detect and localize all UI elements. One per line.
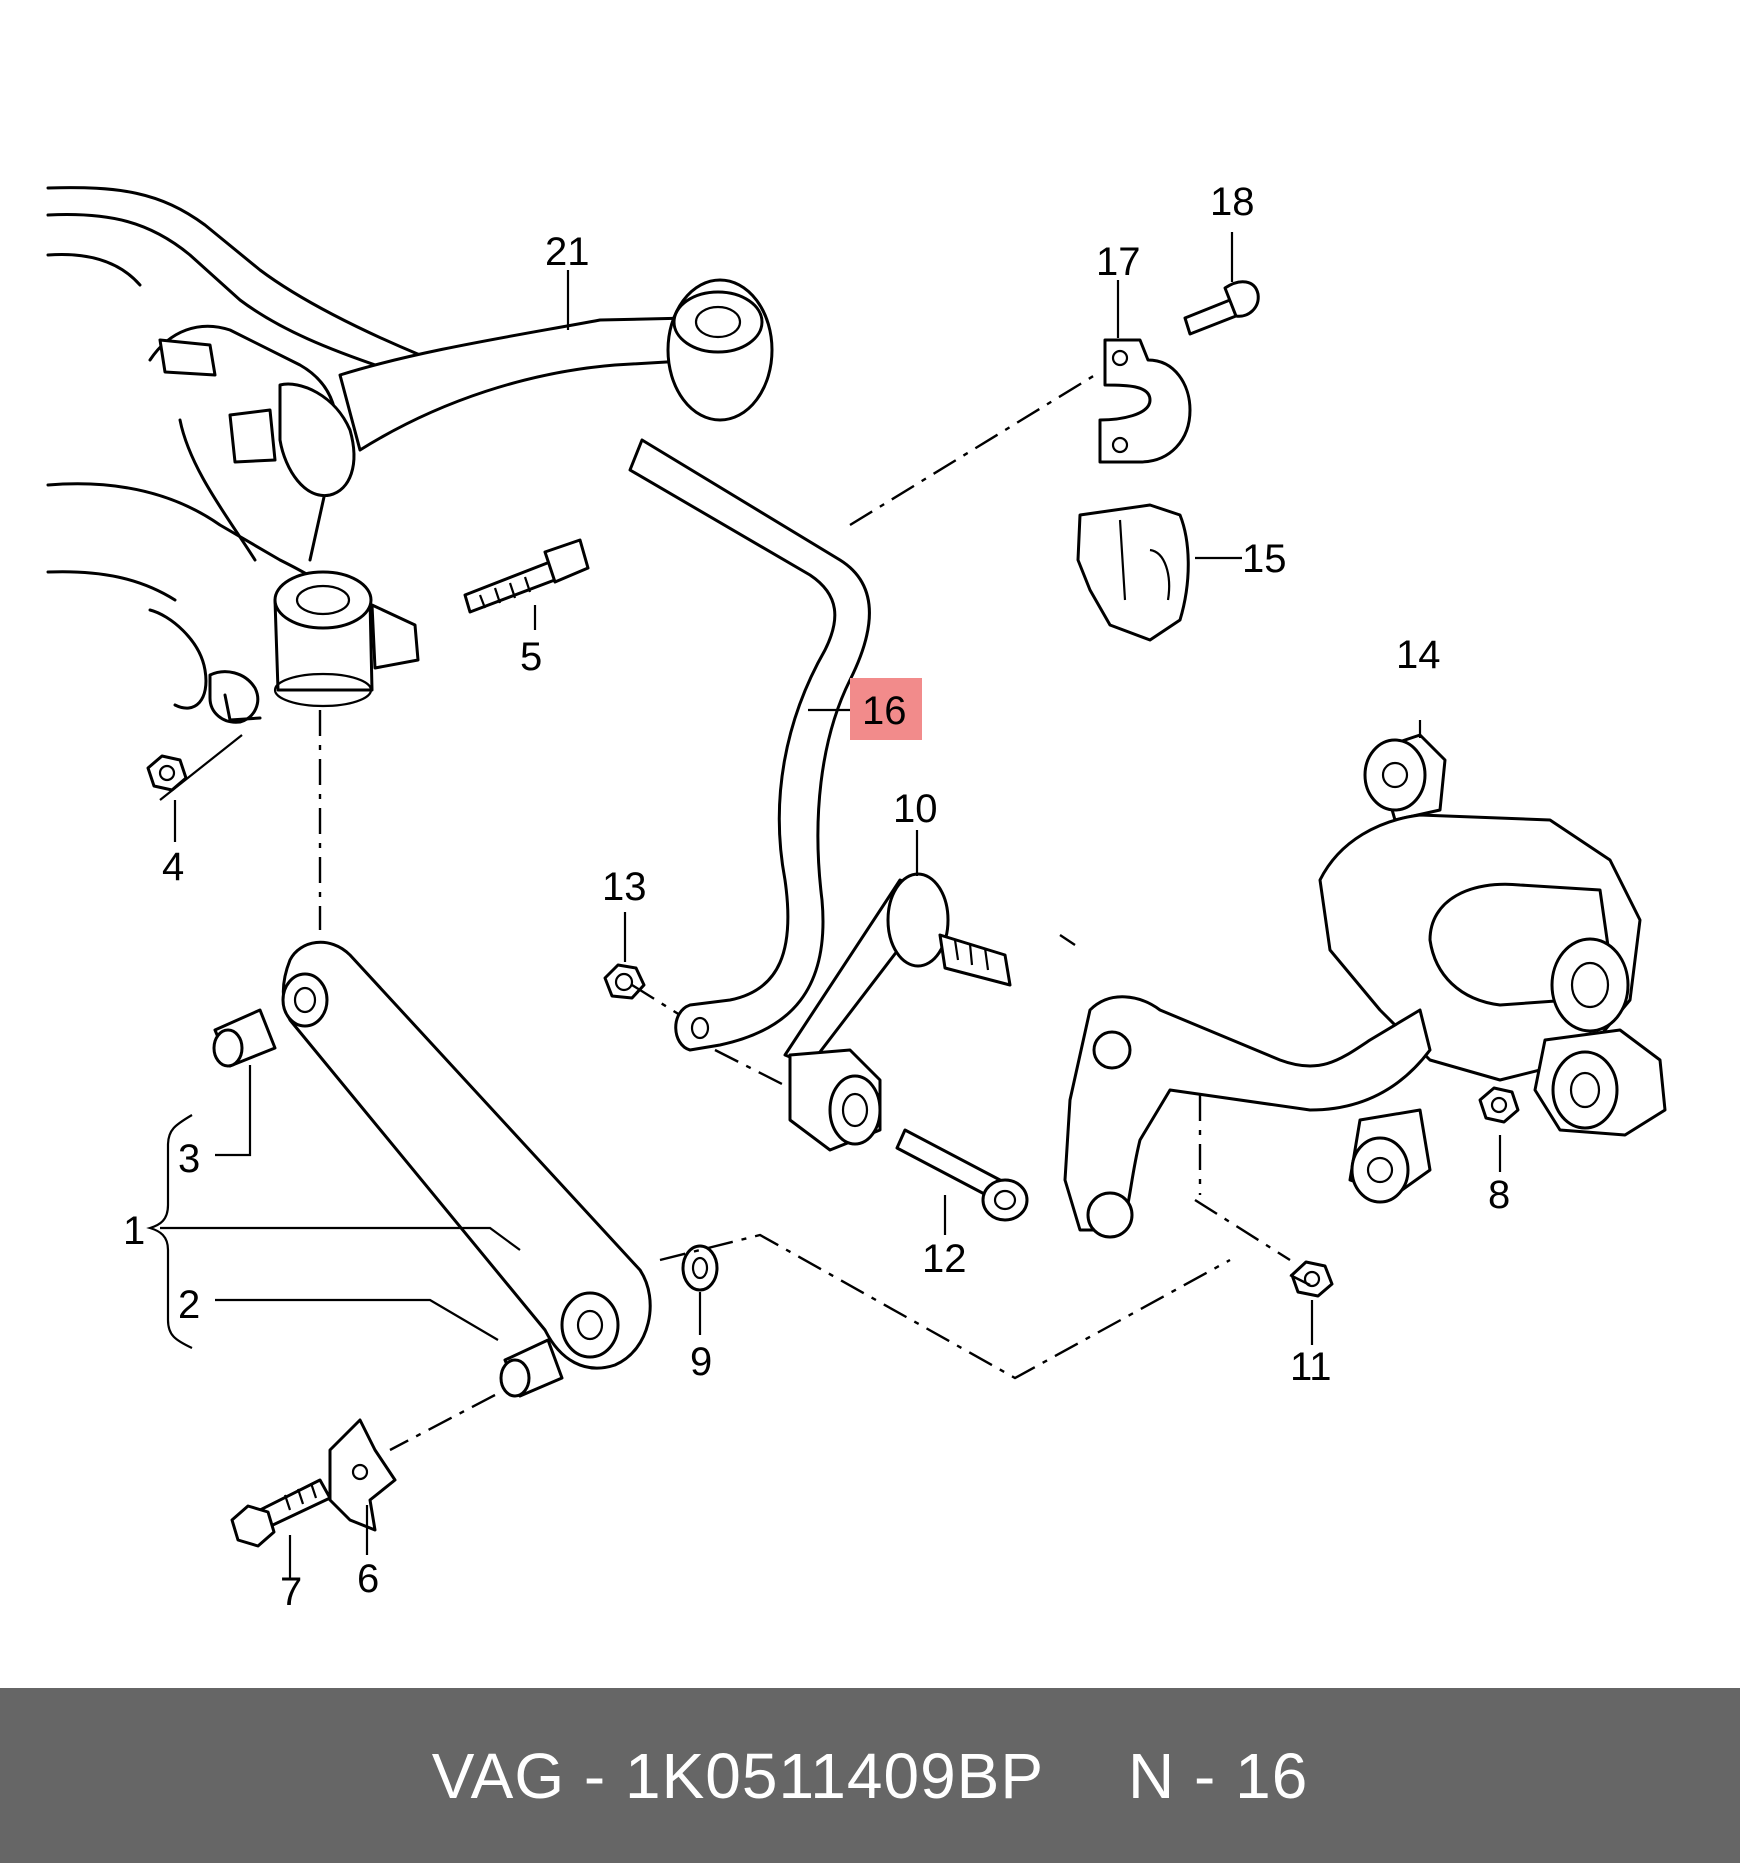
bushing-mount <box>273 570 420 708</box>
eccentric-washer-6 <box>328 1418 397 1532</box>
highlight-box-16 <box>850 678 922 740</box>
callout-21: 21 <box>545 230 590 274</box>
callout-13: 13 <box>602 865 647 909</box>
rubber-bush-15 <box>1076 503 1190 642</box>
callout-7: 7 <box>280 1570 302 1614</box>
callout-10: 10 <box>893 787 938 831</box>
callout-17: 17 <box>1096 240 1141 284</box>
callout-16: 16 <box>862 689 907 733</box>
callout-14: 14 <box>1396 633 1441 677</box>
callout-6: 6 <box>357 1557 379 1601</box>
callout-3: 3 <box>178 1137 200 1181</box>
control-arm-21 <box>338 278 774 452</box>
clamp-17 <box>1098 338 1192 464</box>
callout-5: 5 <box>520 635 542 679</box>
bolt-12 <box>895 1128 1029 1222</box>
wheel-bearing-housing-14 <box>1318 733 1667 1137</box>
callout-11: 11 <box>1290 1345 1332 1389</box>
callout-1: 1 <box>123 1209 145 1253</box>
exploded-parts-diagram: 21 17 18 15 5 14 16 10 13 4 3 1 2 12 9 8… <box>46 180 1667 1614</box>
coupling-rod-10 <box>783 872 1012 1152</box>
callout-18: 18 <box>1210 180 1255 224</box>
subframe <box>46 186 422 724</box>
washer-9 <box>681 1244 719 1292</box>
callout-15: 15 <box>1242 537 1287 581</box>
bush-2 <box>499 1338 564 1398</box>
nut-8 <box>1478 1086 1520 1124</box>
bush-3 <box>212 1008 277 1068</box>
callout-8: 8 <box>1488 1173 1510 1217</box>
callout-4: 4 <box>162 845 184 889</box>
nut-11 <box>1290 1260 1334 1298</box>
footer-bar: VAG - 1K0511409BP N - 16 <box>0 1688 1740 1863</box>
footer-position: N - 16 <box>1128 1739 1309 1812</box>
trailing-arm <box>1063 995 1432 1239</box>
bolt-7 <box>230 1478 332 1548</box>
callout-9: 9 <box>690 1340 712 1384</box>
bolt-5 <box>463 538 590 614</box>
footer-part-number: VAG - 1K0511409BP <box>431 1739 1045 1812</box>
callout-12: 12 <box>922 1237 967 1281</box>
stabilizer-bar-16 <box>628 438 871 1052</box>
lower-control-arm-1 <box>281 940 652 1370</box>
callout-2: 2 <box>178 1283 200 1327</box>
nut-13 <box>603 963 646 1000</box>
bolt-18 <box>1183 280 1260 336</box>
